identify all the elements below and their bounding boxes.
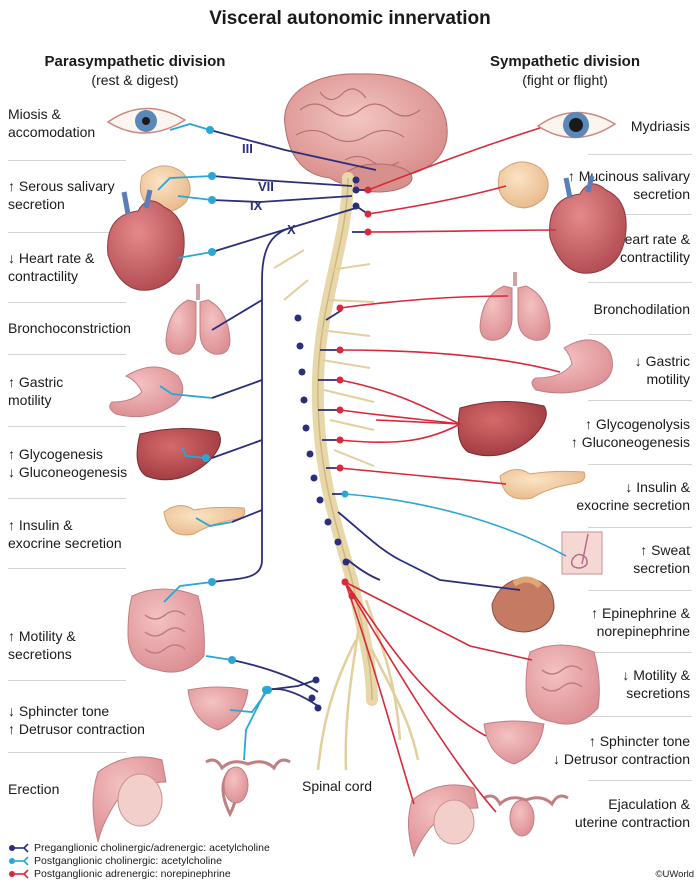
page-title: Visceral autonomic innervation (209, 8, 491, 29)
eye-left (106, 107, 187, 134)
lungs-left (165, 284, 231, 355)
symp-effect-reproductive: Ejaculation &uterine contraction (574, 796, 690, 830)
bladder-right (483, 720, 545, 765)
liver-left (136, 427, 221, 481)
uterus-left (205, 758, 291, 818)
symp-separator (588, 154, 692, 155)
cholinergic-symbol-icon (9, 856, 29, 866)
uterus-right (483, 794, 569, 837)
para-separator (8, 752, 126, 753)
sweat-gland-skin (561, 531, 603, 575)
adrenal-kidney (491, 576, 555, 633)
bladder-left (187, 686, 249, 731)
para-separator (8, 160, 126, 161)
stomach-left (109, 366, 184, 418)
symp-separator (588, 282, 692, 283)
eye-right (536, 111, 617, 139)
para-separator (8, 302, 126, 303)
legend-label: Postganglionic adrenergic: norepinephrin… (34, 868, 231, 880)
parasympathetic-heading: Parasympathetic division (44, 53, 226, 70)
symp-separator (588, 400, 692, 401)
symp-effect-bronchodilation: Bronchodilation (593, 301, 690, 317)
lungs-right (479, 272, 551, 341)
symp-separator (588, 780, 692, 781)
parasympathetic-pathways (157, 123, 377, 761)
symp-separator (588, 464, 692, 465)
para-effect-bronchoconstriction: Bronchoconstriction (8, 320, 131, 336)
stomach-right (531, 339, 613, 394)
brain (284, 73, 448, 193)
preganglionic-symbol-icon (9, 843, 29, 853)
para-separator (8, 232, 126, 233)
symp-effect-liver: ↑ Glycogenolysis↑ Gluconeogenesis (570, 416, 690, 450)
legend-item-postganglionic-adrenergic: Postganglionic adrenergic: norepinephrin… (8, 868, 231, 880)
symp-effect-adrenal: ↑ Epinephrine &norepinephrine (591, 605, 690, 639)
adrenergic-symbol-icon (9, 869, 29, 879)
para-separator (8, 568, 126, 569)
liver-right (457, 401, 547, 457)
copyright: ©UWorld (655, 869, 695, 880)
cranial-nerve-label: IX (250, 198, 263, 213)
penis-right (408, 784, 479, 858)
symp-effect-intestine: ↓ Motility &secretions (622, 667, 690, 701)
pancreas-right (499, 469, 586, 500)
spinal-cord-label: Spinal cord (302, 778, 373, 794)
intestine-right (525, 644, 600, 725)
pancreas-left (163, 505, 246, 536)
salivary-gland-right (497, 161, 549, 209)
heart-left (107, 189, 185, 291)
sympathetic-pathways (294, 127, 567, 813)
spinal-cord (273, 172, 420, 771)
cranial-nerve-label: VII (258, 179, 274, 194)
symp-separator (588, 527, 692, 528)
para-effect-erection: Erection (8, 781, 60, 797)
heart-right (549, 175, 627, 274)
sympathetic-subheading: (fight or flight) (522, 72, 608, 88)
intestine-left (127, 588, 205, 673)
symp-separator (588, 652, 692, 653)
symp-separator (588, 214, 692, 215)
symp-effect-mydriasis: Mydriasis (630, 118, 690, 134)
legend-item-preganglionic: Preganglionic cholinergic/adrenergic: ac… (8, 842, 270, 854)
para-effect-intestine: ↑ Motility &secretions (8, 628, 76, 662)
penis-left (92, 756, 167, 843)
para-effect-liver: ↑ Glycogenesis↓ Gluconeogenesis (8, 446, 128, 480)
cranial-nerve-label: X (287, 222, 296, 237)
parasympathetic-subheading: (rest & digest) (91, 72, 179, 88)
legend-label: Postganglionic cholinergic: acetylcholin… (34, 855, 222, 867)
symp-effect-pancreas: ↓ Insulin &exocrine secretion (576, 479, 690, 513)
para-effect-heart: ↓ Heart rate &contractility (8, 250, 95, 284)
para-effect-bladder: ↓ Sphincter tone↑ Detrusor contraction (8, 703, 145, 737)
cranial-nerve-label: III (242, 141, 253, 156)
symp-separator (588, 716, 692, 717)
legend-item-postganglionic-cholinergic: Postganglionic cholinergic: acetylcholin… (8, 855, 222, 867)
para-effect-pancreas: ↑ Insulin &exocrine secretion (8, 517, 122, 551)
para-separator (8, 354, 126, 355)
symp-separator (588, 590, 692, 591)
legend-label: Preganglionic cholinergic/adrenergic: ac… (34, 842, 270, 854)
para-separator (8, 498, 126, 499)
symp-separator (588, 334, 692, 335)
para-separator (8, 680, 126, 681)
para-effect-miosis: Miosis &accomodation (8, 106, 96, 140)
para-separator (8, 426, 126, 427)
sympathetic-heading: Sympathetic division (489, 53, 641, 70)
symp-effect-bladder: ↑ Sphincter tone↓ Detrusor contraction (553, 733, 690, 767)
